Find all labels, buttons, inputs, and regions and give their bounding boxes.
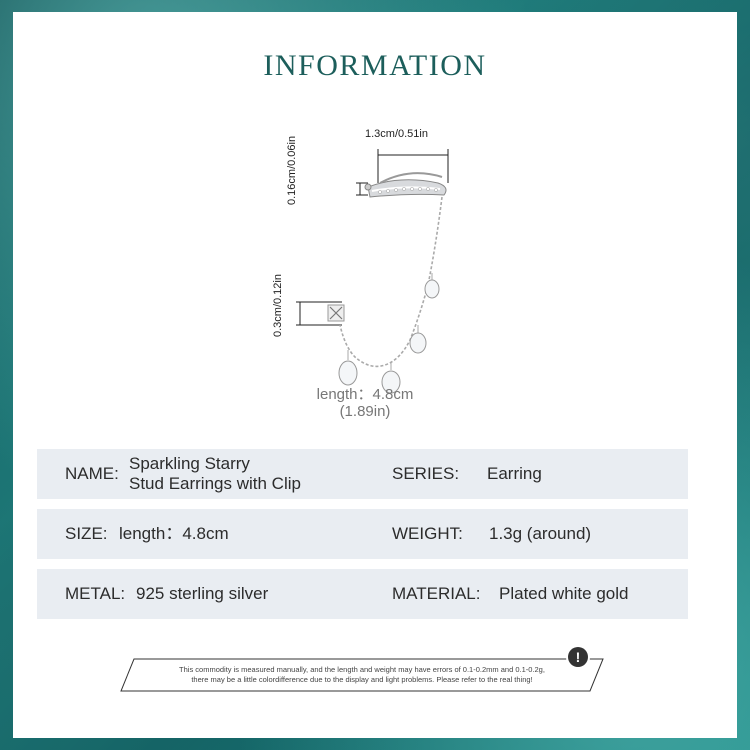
dimension-lines: [296, 149, 449, 326]
name-value-line2: Stud Earrings with Clip: [129, 474, 301, 493]
notice-text: This commodity is measured manually, and…: [140, 665, 584, 685]
metal-value: 925 sterling silver: [136, 584, 269, 603]
weight-label: WEIGHT:: [392, 524, 463, 543]
chain: [339, 196, 443, 368]
size-label: SIZE:: [65, 524, 108, 543]
stud: [327, 304, 345, 322]
length-cm: length：4.8cm: [316, 386, 414, 403]
ear-cuff: [364, 172, 447, 198]
crystal-drops: [338, 273, 440, 394]
material-label: MATERIAL:: [392, 584, 481, 603]
series-label: SERIES:: [392, 464, 460, 483]
size-value: length：4.8cm: [119, 524, 229, 543]
length-label: length：4.8cm (1.89in): [255, 386, 475, 420]
notice-line2: there may be a little colordifference du…: [191, 675, 533, 684]
earring-illustration: [296, 149, 449, 394]
spec-row-metal: METAL: 925 sterling silver MATERIAL: Pla…: [37, 569, 688, 619]
dimension-stud-label: 0.3cm/0.12in: [272, 274, 284, 337]
exclamation-icon: !: [568, 647, 588, 667]
dimension-thickness-label: 0.16cm/0.06in: [286, 135, 298, 205]
notice-border: [120, 658, 604, 692]
notice-line1: This commodity is measured manually, and…: [179, 665, 545, 674]
series-value: Earring: [487, 464, 542, 483]
length-in: (1.89in): [339, 403, 391, 420]
weight-value: 1.3g (around): [489, 524, 592, 543]
metal-label: METAL:: [65, 584, 126, 603]
spec-row-size: SIZE: length：4.8cm WEIGHT: 1.3g (around): [37, 509, 688, 559]
page-title: INFORMATION: [263, 49, 487, 82]
dimension-width-label: 1.3cm/0.51in: [365, 128, 428, 140]
measurement-notice: This commodity is measured manually, and…: [120, 647, 604, 692]
name-value-line1: Sparkling Starry: [129, 454, 250, 473]
name-label: NAME:: [65, 464, 119, 483]
material-value: Plated white gold: [499, 584, 629, 603]
name-value: Sparkling Starry Stud Earrings with Clip: [129, 449, 301, 499]
spec-row-name: NAME: Sparkling Starry Stud Earrings wit…: [37, 449, 688, 499]
